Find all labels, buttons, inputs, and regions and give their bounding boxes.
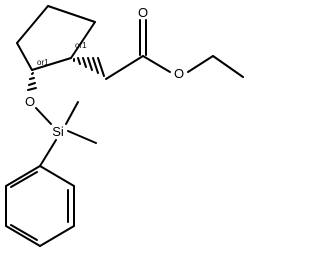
ring-bond-c5-c2 (16, 42, 33, 71)
phenyl-inner-bond-3 (10, 171, 38, 188)
stereo-label-c1: or1 (75, 41, 87, 50)
bond-silicon-phenyl (39, 139, 57, 167)
bond-ethyl (212, 55, 244, 78)
chemical-structure-diagram: O O O Si or1 or1 (5, 5, 244, 247)
stereo-label-c2: or1 (37, 58, 49, 67)
bond-ester-oxygen-ch2 (187, 55, 214, 73)
ring-bond-c2-c1 (31, 57, 72, 71)
phenyl-bond-3 (39, 225, 75, 247)
ester-oxygen-label: O (174, 66, 184, 81)
ether-oxygen-label: O (25, 94, 35, 109)
bond-oxygen-silicon (35, 107, 52, 125)
phenyl-bond-4 (5, 225, 41, 247)
bond-silicon-methyl-right (67, 130, 97, 144)
hashed-wedge-bond-c2-oxygen (27, 72, 37, 91)
silicon-label: Si (52, 124, 64, 139)
structure-canvas: O O O Si or1 or1 (5, 5, 244, 247)
hashed-wedge-bond-c1-ch2 (73, 57, 105, 77)
phenyl-bond-6 (5, 165, 41, 187)
phenyl-bond-1 (39, 165, 75, 187)
carbonyl-oxygen-label: O (138, 5, 148, 20)
phenyl-inner-bond-2 (10, 224, 38, 241)
ring-bond-c4-c5 (16, 5, 49, 44)
ring-bond-c1-c3 (70, 21, 96, 59)
ring-bond-c3-c4 (47, 5, 96, 23)
bond-silicon-methyl-up (65, 101, 79, 125)
bond-carbonyl-ester-oxygen (142, 55, 171, 73)
bond-ch2-carbonyl (105, 55, 144, 80)
